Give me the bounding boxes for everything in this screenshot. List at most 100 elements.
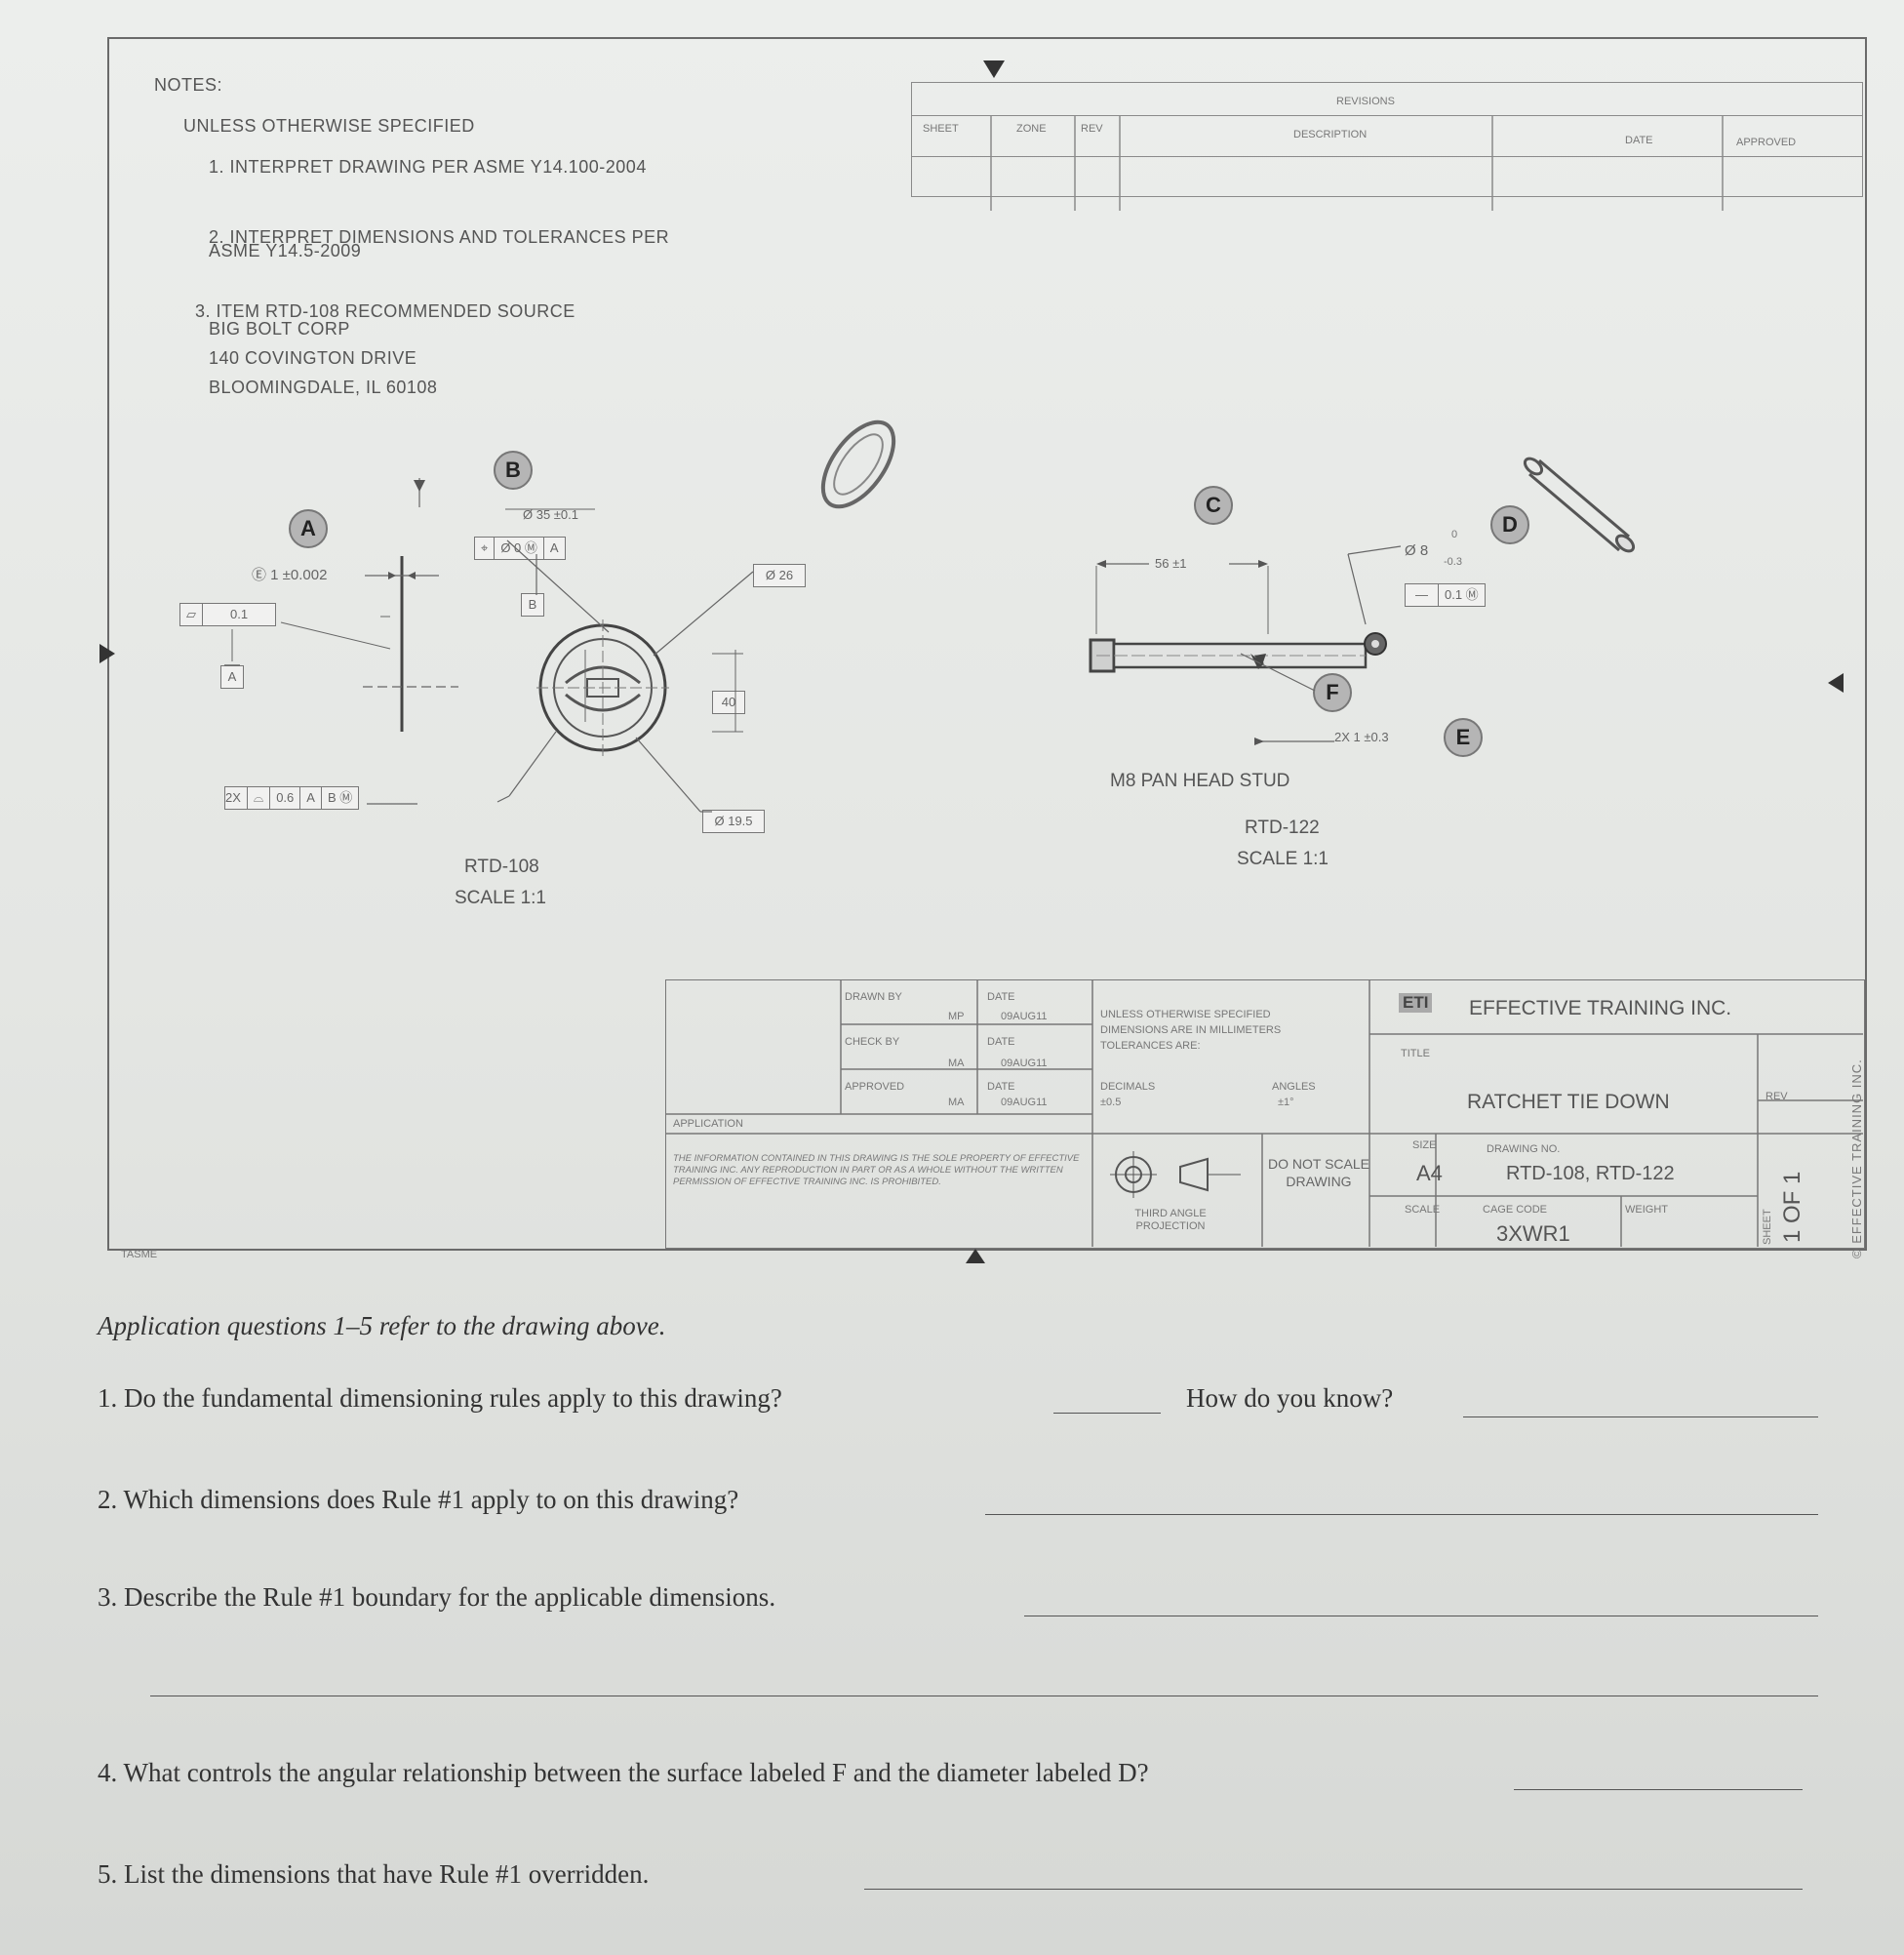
approved-value: MA bbox=[948, 1097, 965, 1108]
questions-intro: Application questions 1–5 refer to the d… bbox=[98, 1311, 666, 1340]
tolerance-units: DIMENSIONS ARE IN MILLIMETERS bbox=[1100, 1024, 1282, 1036]
straightness-tolerance: 0.1 Ⓜ bbox=[1445, 587, 1479, 602]
answer-4-line[interactable] bbox=[1514, 1789, 1803, 1790]
centering-marks bbox=[99, 60, 1844, 1263]
date-label-1: DATE bbox=[987, 991, 1015, 1003]
rev-col-sheet: SHEET bbox=[923, 123, 959, 135]
profile-symbol: ⌓ bbox=[246, 787, 271, 809]
date-value-1: 09AUG11 bbox=[1001, 1011, 1048, 1022]
weight-label: WEIGHT bbox=[1625, 1204, 1668, 1216]
scale-label: SCALE bbox=[1405, 1204, 1441, 1216]
profile-tolerance: 0.6 bbox=[270, 787, 301, 809]
thickness-dim: Ⓔ 1 ±0.002 bbox=[252, 567, 328, 583]
question-5: 5. List the dimensions that have Rule #1… bbox=[98, 1859, 650, 1889]
angles-value: ±1° bbox=[1278, 1097, 1294, 1108]
decimals-value: ±0.5 bbox=[1100, 1097, 1122, 1108]
size-value: A4 bbox=[1416, 1161, 1443, 1185]
drawn-by-label: DRAWN BY bbox=[845, 991, 902, 1003]
company-name: EFFECTIVE TRAINING INC. bbox=[1469, 997, 1732, 1019]
rtd-108-scale: SCALE 1:1 bbox=[455, 888, 546, 908]
application-label: APPLICATION bbox=[673, 1118, 743, 1130]
rev-col-rev: REV bbox=[1081, 123, 1103, 135]
label-d-bubble: D bbox=[1490, 505, 1529, 544]
proprietary-statement: THE INFORMATION CONTAINED IN THIS DRAWIN… bbox=[673, 1153, 1080, 1187]
revisions-divider bbox=[911, 156, 1863, 157]
dim-length: 56 ±1 bbox=[1155, 556, 1187, 571]
revisions-title: REVISIONS bbox=[1336, 96, 1395, 107]
note-3: 3. ITEM RTD-108 RECOMMENDED SOURCE bbox=[195, 301, 575, 321]
straightness-control-frame: — 0.1 Ⓜ bbox=[1405, 583, 1486, 607]
size-label: SIZE bbox=[1412, 1139, 1437, 1151]
rtd-108-views bbox=[224, 419, 896, 813]
label-f-bubble: F bbox=[1313, 673, 1352, 712]
answer-1a-line[interactable] bbox=[1053, 1413, 1161, 1414]
company-logo: ETI bbox=[1399, 993, 1433, 1013]
date-label-2: DATE bbox=[987, 1036, 1015, 1048]
rev-col-approved: APPROVED bbox=[1736, 137, 1797, 148]
drawn-by-value: MP bbox=[948, 1011, 965, 1022]
dim-35-diameter: Ø 35 ±0.1 bbox=[523, 507, 579, 522]
date-label-3: DATE bbox=[987, 1081, 1015, 1093]
revisions-columns bbox=[990, 115, 1724, 211]
question-1b: How do you know? bbox=[1186, 1383, 1394, 1413]
title-block-grid bbox=[665, 979, 1863, 1247]
rev-col-description: DESCRIPTION bbox=[1293, 129, 1368, 140]
position-datum: A bbox=[549, 540, 559, 555]
note-3-line-2: BIG BOLT CORP bbox=[209, 319, 350, 339]
note-3-line-3: 140 COVINGTON DRIVE bbox=[209, 348, 417, 368]
revisions-divider bbox=[911, 115, 1863, 116]
answer-1b-line[interactable] bbox=[1463, 1416, 1818, 1417]
label-c-bubble: C bbox=[1194, 486, 1233, 525]
dim-diameter-upper: 0 bbox=[1451, 529, 1458, 540]
drawing-no-label: DRAWING NO. bbox=[1487, 1143, 1561, 1155]
answer-5-line[interactable] bbox=[864, 1889, 1803, 1890]
flatness-control-frame: ▱ 0.1 bbox=[179, 603, 277, 626]
angles-label: ANGLES bbox=[1272, 1081, 1316, 1093]
sheet-label: SHEET bbox=[1762, 1209, 1773, 1245]
cage-code: 3XWR1 bbox=[1496, 1221, 1570, 1246]
note-2: 2. INTERPRET DIMENSIONS AND TOLERANCES P… bbox=[209, 227, 670, 247]
note-1: 1. INTERPRET DRAWING PER ASME Y14.100-20… bbox=[209, 157, 647, 177]
notes-subheading: UNLESS OTHERWISE SPECIFIED bbox=[183, 116, 475, 136]
question-3: 3. Describe the Rule #1 boundary for the… bbox=[98, 1582, 776, 1612]
question-1a: 1. Do the fundamental dimensioning rules… bbox=[98, 1383, 782, 1413]
tolerance-are: TOLERANCES ARE: bbox=[1100, 1040, 1201, 1052]
stud-description: M8 PAN HEAD STUD bbox=[1110, 771, 1290, 791]
profile-control-frame: 2X ⌓ 0.6 A B Ⓜ bbox=[224, 786, 360, 810]
label-b-bubble: B bbox=[494, 451, 533, 490]
rev-col-zone: ZONE bbox=[1016, 123, 1047, 135]
cage-label: CAGE CODE bbox=[1483, 1204, 1548, 1216]
note-2-cont: ASME Y14.5-2009 bbox=[209, 241, 362, 260]
projection-label: THIRD ANGLE PROJECTION bbox=[1134, 1208, 1207, 1232]
label-a-bubble: A bbox=[289, 509, 328, 548]
label-e-bubble: E bbox=[1444, 718, 1483, 757]
drawing-title: RATCHET TIE DOWN bbox=[1467, 1091, 1670, 1113]
note-3-line-4: BLOOMINGDALE, IL 60108 bbox=[209, 378, 438, 397]
dim-chamfer: 2X 1 ±0.3 bbox=[1334, 730, 1389, 744]
position-tolerance: Ø 0 Ⓜ bbox=[495, 538, 544, 559]
straightness-symbol: — bbox=[1406, 584, 1439, 606]
dim-diameter: Ø 8 bbox=[1405, 542, 1429, 559]
profile-datum-b: B Ⓜ bbox=[327, 790, 353, 805]
position-symbol: ⌖ bbox=[475, 538, 496, 559]
date-value-3: 09AUG11 bbox=[1001, 1097, 1048, 1108]
drawing-border bbox=[107, 37, 1867, 1251]
question-4: 4. What controls the angular relationshi… bbox=[98, 1758, 1149, 1787]
profile-multiplier: 2X bbox=[225, 790, 241, 805]
position-control-frame: ⌖ Ø 0 Ⓜ A bbox=[474, 537, 566, 560]
rev-label: REV bbox=[1765, 1091, 1788, 1102]
approved-label: APPROVED bbox=[845, 1081, 905, 1093]
checked-by-value: MA bbox=[948, 1057, 965, 1069]
dim-19-basic: Ø 19.5 bbox=[702, 810, 765, 833]
answer-2-line[interactable] bbox=[985, 1514, 1818, 1515]
question-2: 2. Which dimensions does Rule #1 apply t… bbox=[98, 1485, 739, 1514]
sheet-number: 1 OF 1 bbox=[1779, 1171, 1805, 1243]
rtd-108-name: RTD-108 bbox=[464, 857, 539, 877]
dim-diameter-lower: -0.3 bbox=[1444, 556, 1462, 568]
notes-heading: NOTES: bbox=[154, 75, 223, 95]
checked-by-label: CHECK BY bbox=[845, 1036, 900, 1048]
date-value-2: 09AUG11 bbox=[1001, 1057, 1048, 1069]
title-label: TITLE bbox=[1401, 1048, 1430, 1059]
revisions-table bbox=[911, 82, 1863, 197]
dim-40-basic: 40 bbox=[712, 691, 745, 714]
